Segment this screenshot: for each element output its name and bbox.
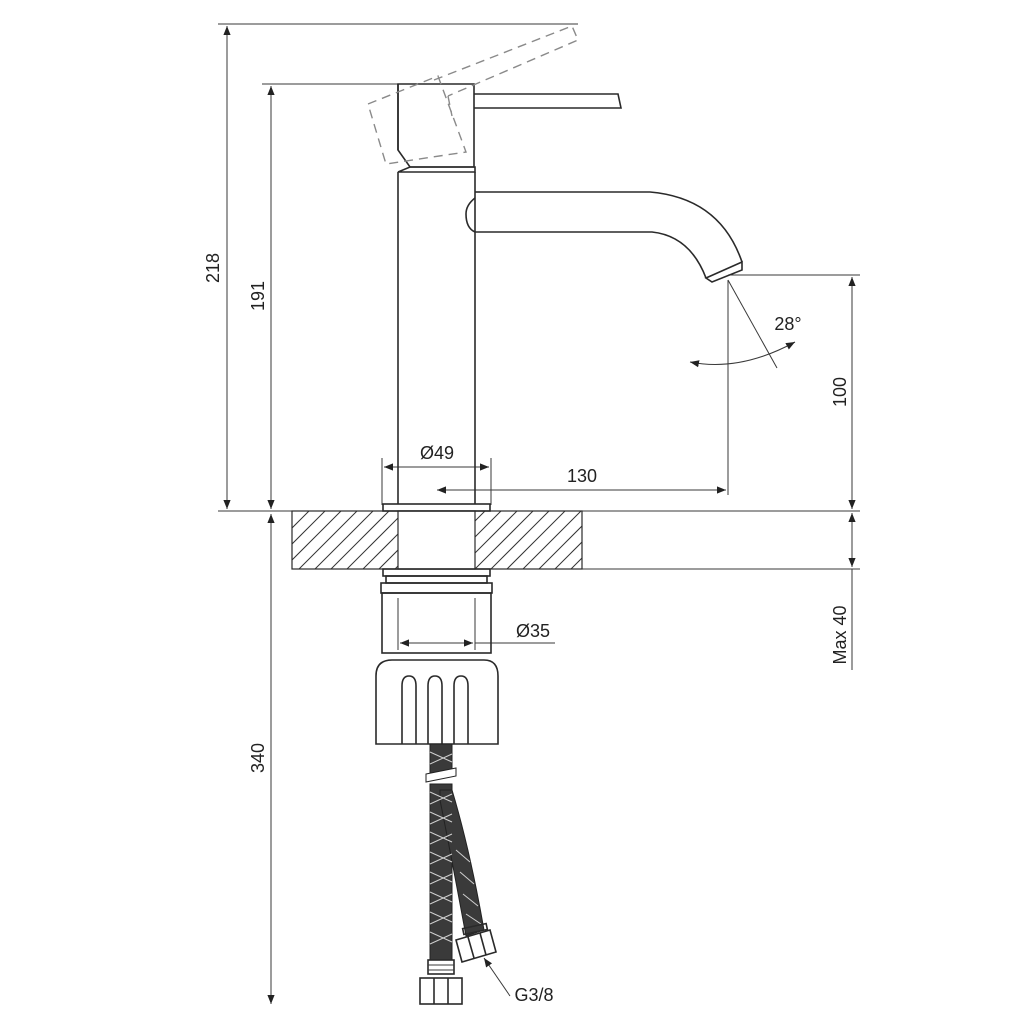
- dimension-spout-clearance: 100: [830, 277, 856, 509]
- lever-handle: [474, 93, 622, 109]
- dimension-spout-angle: 28°: [689, 279, 802, 369]
- mounting-assembly: [375, 568, 499, 745]
- dim-label-340: 340: [248, 743, 268, 773]
- dimension-total-height: 218: [203, 26, 231, 509]
- hose-braid: [429, 751, 482, 945]
- supply-hoses: [419, 743, 497, 1005]
- dim-label-28-deg: 28°: [774, 314, 801, 334]
- dimension-body-diameter: Ø49: [384, 443, 489, 471]
- dimension-spout-reach: 130: [437, 466, 726, 494]
- dimension-lever-height: 191: [248, 86, 275, 509]
- dim-label-max-40: Max 40: [830, 605, 850, 664]
- dimension-shank-diameter: Ø35: [400, 621, 555, 647]
- dim-label-218: 218: [203, 253, 223, 283]
- dim-label-191: 191: [248, 281, 268, 311]
- dimension-hose-length: 340: [248, 514, 275, 1004]
- thread-callout: G3/8: [483, 957, 554, 1005]
- faucet-body: [382, 83, 491, 512]
- dim-label-d49: Ø49: [420, 443, 454, 463]
- countertop-section: [291, 510, 583, 570]
- dim-label-d35: Ø35: [516, 621, 550, 641]
- dim-label-100: 100: [830, 377, 850, 407]
- dim-label-g38: G3/8: [514, 985, 553, 1005]
- lever-handle-open-position: [367, 25, 579, 165]
- dimension-max-countertop: Max 40: [830, 513, 856, 670]
- extension-lines: [218, 23, 860, 650]
- spout: [465, 191, 743, 283]
- dim-label-130: 130: [567, 466, 597, 486]
